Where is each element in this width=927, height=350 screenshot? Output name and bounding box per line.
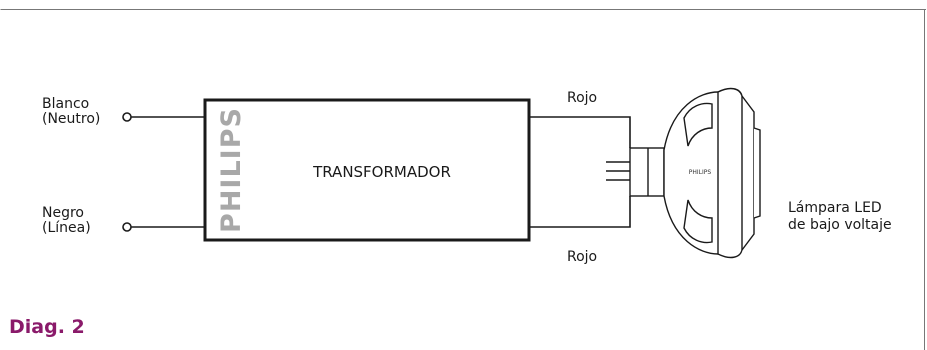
label-white-wire: Blanco <box>42 96 90 112</box>
diagram-frame <box>0 9 926 350</box>
wire-red-top <box>529 116 631 148</box>
label-lamp-line2: de bajo voltaje <box>788 217 892 233</box>
terminal-white <box>122 112 132 122</box>
led-lamp <box>606 87 761 259</box>
label-black-wire-sub: (Línea) <box>42 220 91 236</box>
transformer-box <box>203 98 531 242</box>
label-black-wire: Negro <box>42 205 84 221</box>
terminal-black <box>122 222 132 232</box>
label-red-bottom: Rojo <box>567 249 598 265</box>
label-red-top: Rojo <box>567 90 598 106</box>
transformer-brand: PHILIPS <box>216 107 247 233</box>
diagram-caption: Diag. 2 <box>9 316 85 338</box>
label-white-wire-sub: (Neutro) <box>42 111 101 127</box>
label-lamp-line1: Lámpara LED <box>788 200 882 216</box>
transformer-title: TRANSFORMADOR <box>312 163 451 181</box>
lamp-brand: PHILIPS <box>689 169 712 176</box>
wire-red-bottom <box>529 196 631 228</box>
